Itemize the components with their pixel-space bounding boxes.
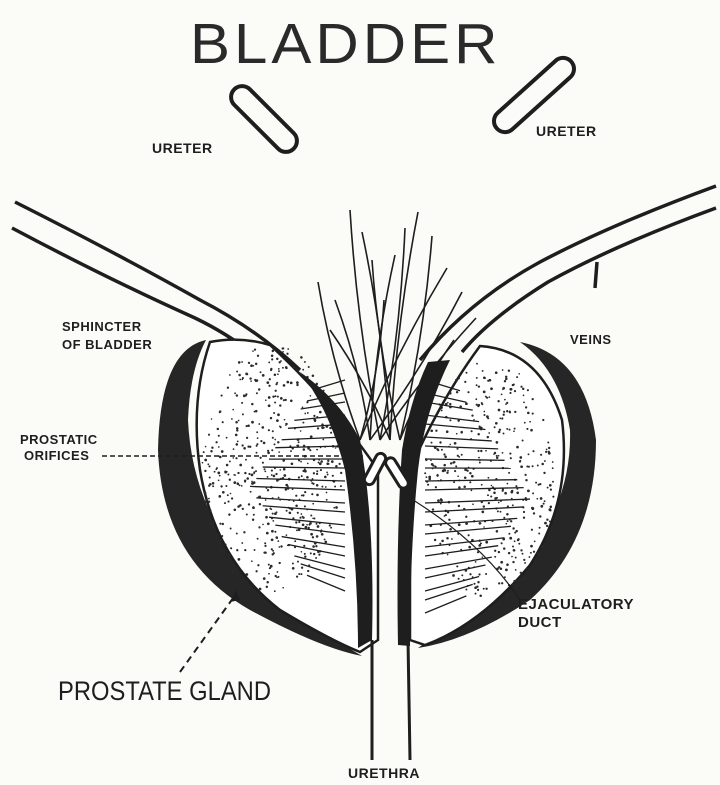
prostate-gland-label: PROSTATE GLAND (58, 678, 271, 705)
ureter-right-label: URETER (536, 124, 597, 138)
prostate-gland-leader (180, 594, 236, 672)
sphincter-label-line1: SPHINCTER (62, 320, 142, 333)
ejaculatory-duct-label-line2: DUCT (518, 615, 562, 630)
urethra-label: URETHRA (348, 766, 420, 780)
prostatic-orifices-label-line2: ORIFICES (24, 449, 89, 462)
diagram-title: BLADDER (190, 16, 501, 73)
urethra-tube (372, 640, 410, 760)
sphincter-label-line2: OF BLADDER (62, 338, 152, 351)
veins-label: VEINS (570, 333, 612, 346)
left-ureter (227, 82, 302, 157)
ejaculatory-duct-label-line1: EJACULATORY (518, 597, 634, 612)
prostatic-orifices-label-line1: PROSTATIC (20, 433, 98, 446)
ureter-left-label: URETER (152, 141, 213, 155)
right-bladder-wall (420, 186, 716, 360)
